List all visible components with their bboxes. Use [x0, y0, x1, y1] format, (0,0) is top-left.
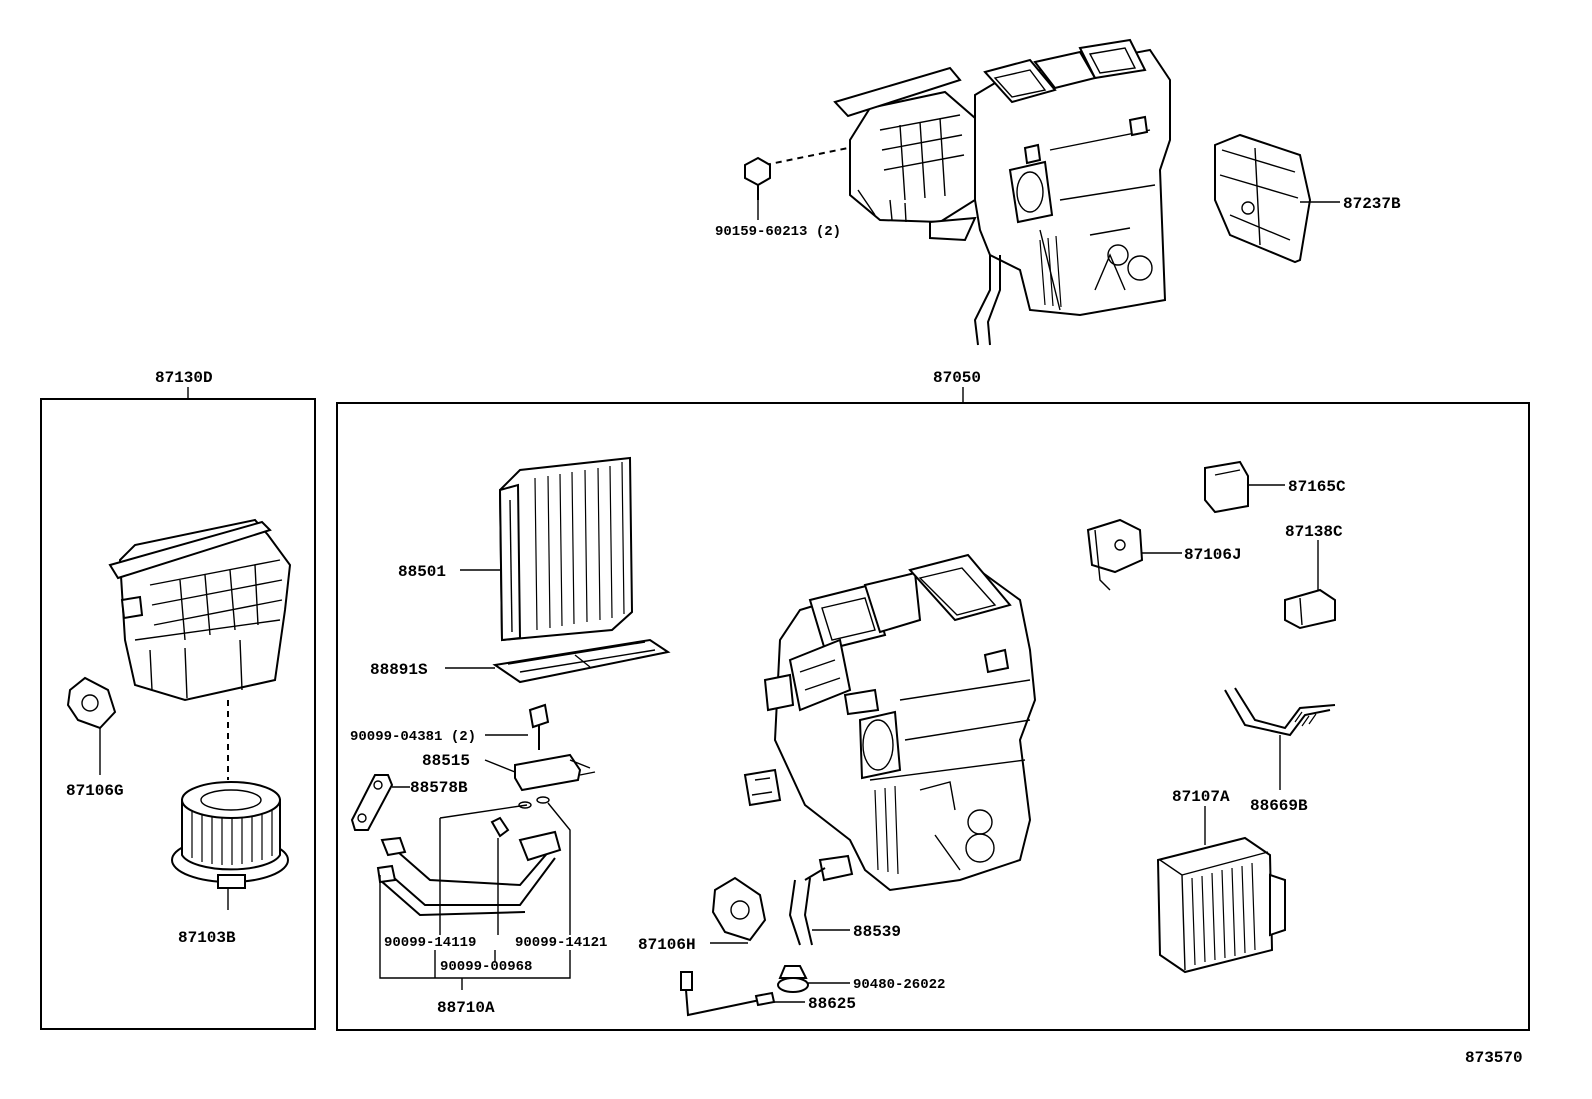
- label-88669b: 88669B: [1250, 797, 1308, 815]
- label-87106h: 87106H: [638, 936, 696, 954]
- label-88891s: 88891S: [370, 661, 428, 679]
- label-90159-60213: 90159-60213 (2): [715, 224, 841, 240]
- label-87103b: 87103B: [178, 929, 236, 947]
- label-87138c: 87138C: [1285, 523, 1343, 541]
- label-90480-26022: 90480-26022: [853, 977, 945, 993]
- side-cover-87237b: [1214, 133, 1340, 264]
- label-88539: 88539: [853, 923, 901, 941]
- label-90099-00968: 90099-00968: [440, 959, 532, 975]
- heater-unit-assembly-top: [744, 38, 1171, 346]
- label-87050: 87050: [933, 369, 981, 387]
- label-88578b: 88578B: [410, 779, 468, 797]
- box-87130d: 87130D 87103B 87106G: [40, 369, 316, 1030]
- label-90099-14121: 90099-14121: [515, 935, 607, 951]
- label-88710a: 88710A: [437, 999, 495, 1017]
- label-87106j: 87106J: [1184, 546, 1242, 564]
- label-88501: 88501: [398, 563, 446, 581]
- box-87050: 87050 88501 88891S 90099-04381 (2) 88515…: [336, 369, 1530, 1031]
- label-87237b: 87237B: [1343, 195, 1401, 213]
- label-873570: 873570: [1465, 1049, 1523, 1067]
- label-87107a: 87107A: [1172, 788, 1230, 806]
- label-87106g: 87106G: [66, 782, 124, 800]
- label-88515: 88515: [422, 752, 470, 770]
- label-87165c: 87165C: [1288, 478, 1346, 496]
- label-90099-14119: 90099-14119: [384, 935, 476, 951]
- label-88625: 88625: [808, 995, 856, 1013]
- label-87130d: 87130D: [155, 369, 213, 387]
- label-90099-04381: 90099-04381 (2): [350, 729, 476, 745]
- heater-case-87050: [743, 553, 1037, 892]
